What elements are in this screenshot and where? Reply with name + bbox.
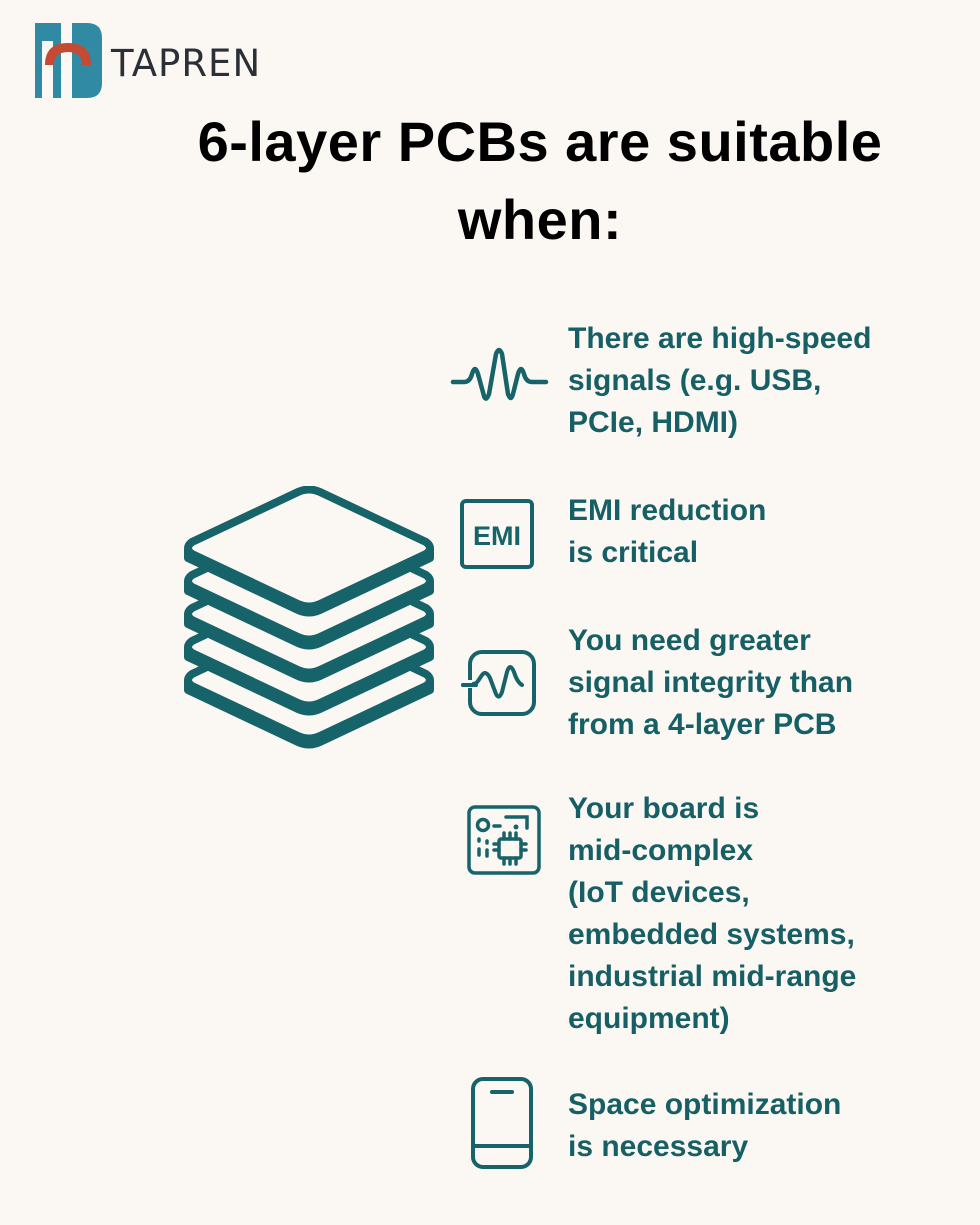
page-title: 6-layer PCBs are suitable when: bbox=[100, 103, 980, 259]
item-line: (IoT devices, bbox=[568, 876, 750, 909]
title-line-1: 6-layer PCBs are suitable bbox=[197, 110, 883, 173]
item-text: EMI reduction is critical bbox=[568, 490, 928, 574]
item-line: signals (e.g. USB, bbox=[568, 364, 822, 397]
item-line: is critical bbox=[568, 536, 699, 569]
list-item-high-speed-signals: There are high-speed signals (e.g. USB, … bbox=[450, 318, 950, 448]
brand-logo: TAPREN bbox=[35, 23, 261, 98]
signal-monitor-icon bbox=[461, 650, 536, 716]
list-item-emi-reduction: EMI EMI reduction is critical bbox=[450, 490, 950, 580]
brand-name: TAPREN bbox=[111, 42, 262, 85]
item-line: Space optimization bbox=[568, 1088, 842, 1121]
item-line: equipment) bbox=[568, 1002, 730, 1035]
tapren-logo-mark-icon bbox=[35, 23, 102, 98]
item-line: signal integrity than bbox=[568, 666, 854, 699]
item-line: mid-complex bbox=[568, 834, 754, 867]
list-item-signal-integrity: You need greater signal integrity than f… bbox=[450, 620, 950, 750]
item-line: EMI reduction bbox=[568, 494, 767, 527]
item-line: from a 4-layer PCB bbox=[568, 708, 837, 741]
item-line: There are high-speed bbox=[568, 322, 872, 355]
item-line: Your board is bbox=[568, 792, 760, 825]
waveform-icon bbox=[450, 347, 549, 401]
item-text: Your board is mid-complex (IoT devices, … bbox=[568, 788, 928, 1040]
emi-badge-icon: EMI bbox=[460, 499, 534, 569]
list-item-space-optimization: Space optimization is necessary bbox=[450, 1077, 950, 1174]
list-item-mid-complex-board: Your board is mid-complex (IoT devices, … bbox=[450, 788, 950, 1048]
svg-text:EMI: EMI bbox=[473, 521, 521, 551]
smartphone-icon bbox=[471, 1077, 533, 1169]
circuit-board-chip-icon bbox=[467, 805, 541, 875]
pcb-layer-stack-icon bbox=[184, 486, 434, 749]
item-line: is necessary bbox=[568, 1130, 749, 1163]
title-line-2: when: bbox=[457, 188, 623, 251]
item-line: industrial mid-range bbox=[568, 960, 857, 993]
item-text: There are high-speed signals (e.g. USB, … bbox=[568, 318, 928, 444]
item-line: PCIe, HDMI) bbox=[568, 406, 739, 439]
item-text: Space optimization is necessary bbox=[568, 1084, 928, 1168]
item-text: You need greater signal integrity than f… bbox=[568, 620, 928, 746]
item-line: You need greater bbox=[568, 624, 811, 657]
item-line: embedded systems, bbox=[568, 918, 855, 951]
